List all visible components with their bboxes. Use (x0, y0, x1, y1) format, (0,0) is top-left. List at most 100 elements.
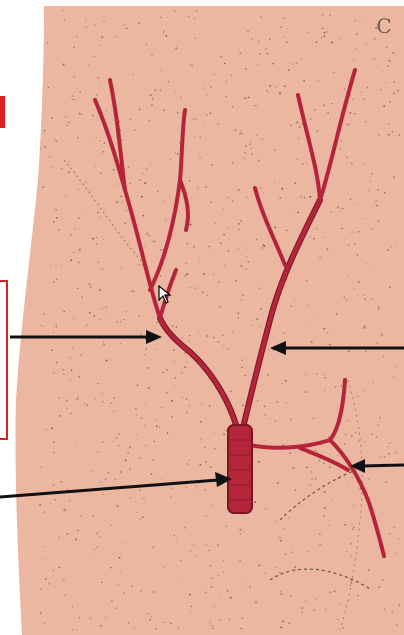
stipple-dot (329, 14, 331, 16)
stipple-dot (163, 200, 164, 201)
stipple-dot (358, 440, 359, 441)
stipple-dot (73, 99, 74, 100)
stipple-dot (139, 315, 140, 316)
stipple-dot (214, 222, 215, 223)
stipple-dot (251, 153, 253, 155)
stipple-dot (365, 441, 366, 442)
stipple-dot (100, 140, 101, 141)
stipple-dot (138, 22, 140, 24)
stipple-dot (188, 16, 189, 17)
stipple-dot (68, 161, 69, 162)
stipple-dot (346, 301, 347, 302)
stipple-dot (129, 497, 131, 499)
stipple-dot (365, 121, 366, 122)
red-bracket (0, 280, 8, 440)
stipple-dot (363, 98, 365, 100)
stipple-dot (103, 151, 105, 153)
stipple-dot (275, 87, 276, 88)
stipple-dot (269, 38, 271, 40)
stipple-dot (256, 105, 257, 106)
stipple-dot (87, 404, 89, 406)
stipple-dot (226, 81, 228, 83)
stipple-dot (288, 517, 290, 519)
stipple-dot (398, 538, 399, 539)
stipple-dot (102, 393, 103, 394)
stipple-dot (134, 627, 135, 628)
stipple-dot (53, 331, 54, 332)
stipple-dot (394, 527, 395, 528)
stipple-dot (364, 299, 365, 300)
stipple-dot (381, 333, 382, 334)
stipple-dot (126, 28, 128, 30)
stipple-dot (388, 134, 390, 136)
stipple-dot (186, 361, 187, 362)
stipple-dot (351, 435, 353, 437)
stipple-dot (129, 468, 131, 470)
stipple-dot (354, 243, 355, 244)
stipple-dot (246, 247, 247, 248)
stipple-dot (100, 45, 101, 46)
stipple-dot (71, 369, 73, 371)
stipple-dot (279, 197, 280, 198)
stipple-dot (200, 421, 202, 423)
stipple-dot (284, 85, 286, 87)
stipple-dot (356, 33, 358, 35)
stipple-dot (206, 94, 207, 95)
stipple-dot (70, 259, 72, 261)
stipple-dot (330, 591, 331, 592)
stipple-dot (210, 466, 212, 468)
stipple-dot (97, 451, 98, 452)
stipple-dot (210, 565, 212, 567)
stipple-dot (106, 110, 107, 111)
stipple-dot (211, 505, 212, 506)
stipple-dot (154, 89, 156, 91)
stipple-dot (40, 325, 41, 326)
stipple-dot (315, 450, 317, 452)
stipple-dot (376, 205, 378, 207)
stipple-dot (71, 95, 73, 97)
stipple-dot (116, 184, 117, 185)
stipple-dot (288, 69, 290, 71)
stipple-dot (238, 189, 240, 191)
stipple-dot (196, 555, 197, 556)
stipple-dot (344, 443, 345, 444)
stipple-dot (165, 35, 167, 37)
stipple-dot (398, 134, 400, 136)
stipple-dot (350, 199, 351, 200)
stipple-dot (338, 477, 340, 479)
stipple-dot (314, 109, 315, 110)
stipple-dot (199, 157, 201, 159)
stipple-dot (189, 341, 190, 342)
stipple-dot (191, 197, 193, 199)
stipple-dot (287, 28, 288, 29)
stipple-dot (74, 228, 75, 229)
stipple-dot (306, 163, 307, 164)
stipple-dot (160, 90, 161, 91)
stipple-dot (111, 600, 113, 602)
stipple-dot (327, 332, 328, 333)
stipple-dot (189, 405, 190, 406)
stipple-dot (101, 36, 103, 38)
stipple-dot (300, 196, 302, 198)
stipple-dot (55, 139, 56, 140)
stipple-dot (235, 280, 237, 282)
stipple-dot (200, 438, 201, 439)
stipple-dot (325, 491, 326, 492)
stipple-dot (135, 500, 136, 501)
stipple-dot (53, 281, 55, 283)
stipple-dot (213, 337, 215, 339)
mouse-cursor-icon (158, 285, 174, 305)
stipple-dot (346, 157, 347, 158)
stipple-dot (389, 60, 391, 62)
stipple-dot (243, 530, 244, 531)
stipple-dot (120, 572, 121, 573)
stipple-dot (105, 618, 106, 619)
stipple-dot (141, 196, 143, 198)
stipple-dot (371, 173, 373, 175)
stipple-dot (160, 249, 162, 251)
stipple-dot (203, 273, 205, 275)
stipple-dot (148, 235, 150, 237)
stipple-dot (230, 597, 232, 599)
stipple-dot (335, 386, 337, 388)
stipple-dot (142, 215, 144, 217)
